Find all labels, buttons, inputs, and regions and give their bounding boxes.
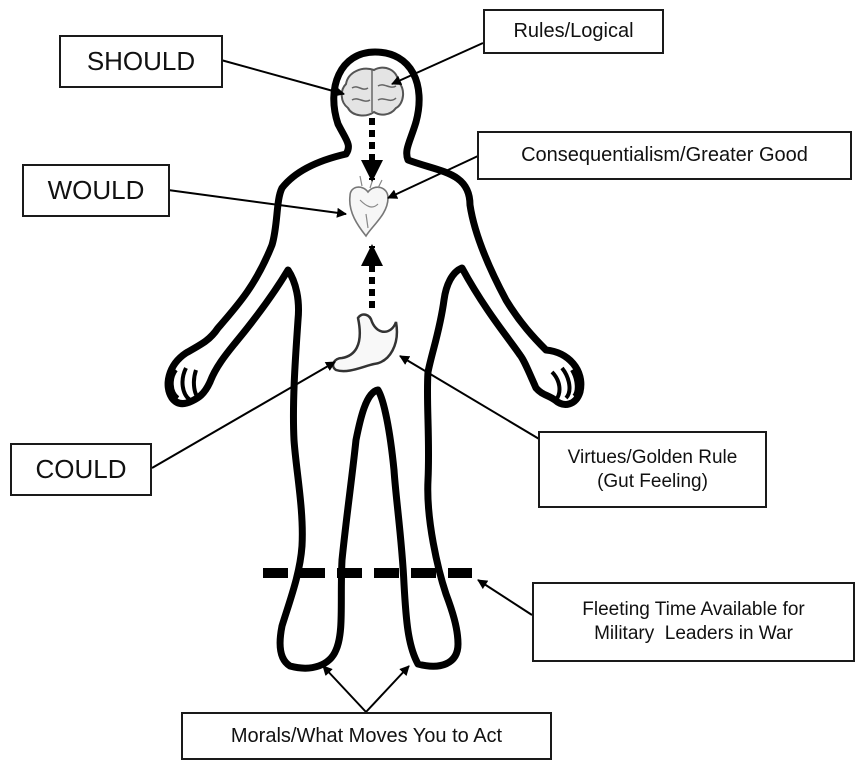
arrow-morals-to-right-leg (366, 666, 409, 712)
left-hand-fingers (172, 368, 200, 400)
brain-icon (342, 68, 403, 116)
fleeting-time-label-line1: Fleeting Time Available for (582, 598, 805, 622)
arrow-should-to-brain (221, 60, 344, 94)
consequentialism-label-box: Consequentialism/Greater Good (477, 131, 852, 180)
arrow-morals-to-left-leg (323, 666, 366, 712)
stomach-icon (333, 315, 397, 372)
fleeting-time-label-box: Fleeting Time Available for Military Lea… (532, 582, 855, 662)
could-label: COULD (35, 453, 126, 486)
should-label: SHOULD (87, 45, 195, 78)
morals-label: Morals/What Moves You to Act (231, 724, 502, 749)
consequentialism-label: Consequentialism/Greater Good (521, 143, 808, 168)
rules-logical-label: Rules/Logical (513, 19, 633, 44)
would-label-box: WOULD (22, 164, 170, 217)
arrow-could-to-stomach (152, 362, 335, 468)
virtues-label-box: Virtues/Golden Rule (Gut Feeling) (538, 431, 767, 508)
arrow-would-to-heart (168, 190, 346, 214)
right-hand-fingers (552, 368, 577, 400)
virtues-label-line1: Virtues/Golden Rule (568, 446, 738, 470)
morals-label-box: Morals/What Moves You to Act (181, 712, 552, 760)
fleeting-time-label-line2: Military Leaders in War (594, 622, 793, 646)
heart-icon (350, 176, 388, 236)
should-label-box: SHOULD (59, 35, 223, 88)
would-label: WOULD (48, 174, 145, 207)
arrow-fleeting-to-dashed-line (478, 580, 532, 615)
could-label-box: COULD (10, 443, 152, 496)
rules-logical-label-box: Rules/Logical (483, 9, 664, 54)
virtues-label-line2: (Gut Feeling) (597, 470, 708, 494)
